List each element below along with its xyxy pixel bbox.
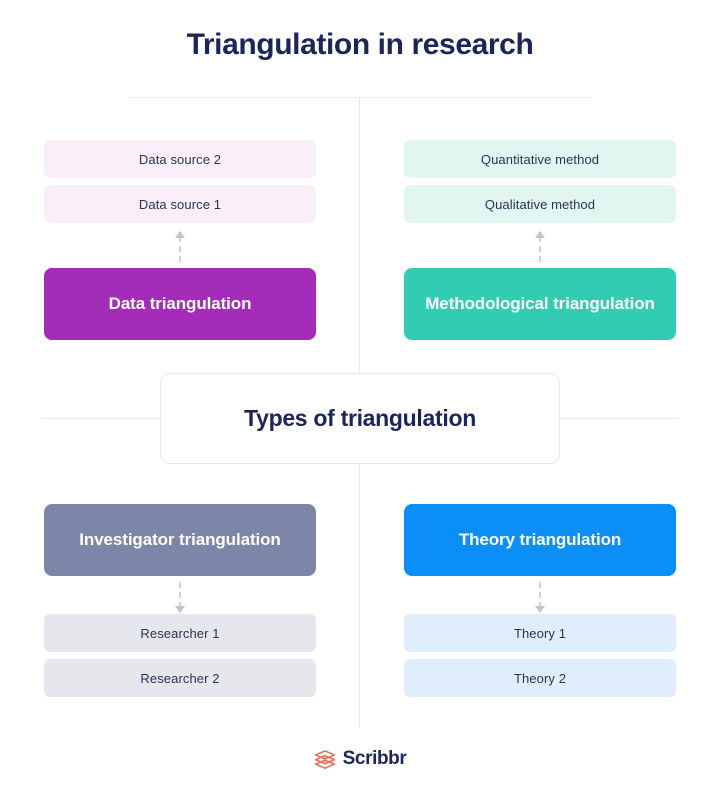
quadrant-theory-triangulation: Theory triangulation Theory 1 Theory 2 [404, 504, 676, 704]
arrow-shaft [179, 582, 181, 608]
arrow-head [535, 606, 545, 613]
quadrant-investigator-triangulation: Investigator triangulation Researcher 1 … [44, 504, 316, 704]
brand-wordmark: Scribbr [342, 748, 407, 769]
leaf-box: Theory 2 [404, 659, 676, 697]
node-methodological-triangulation[interactable]: Methodological triangulation [404, 268, 676, 340]
node-investigator-triangulation[interactable]: Investigator triangulation [44, 504, 316, 576]
footer-logo[interactable]: Scribbr [0, 748, 720, 770]
quadrant-data-triangulation: Data source 2 Data source 1 Data triangu… [44, 140, 316, 340]
leaf-box: Quantitative method [404, 140, 676, 178]
connector-line-top [128, 97, 592, 98]
node-theory-triangulation[interactable]: Theory triangulation [404, 504, 676, 576]
leaf-box: Data source 1 [44, 185, 316, 223]
arrow-shaft [539, 236, 541, 262]
graduation-cap-icon [314, 750, 335, 769]
leaf-box: Researcher 1 [44, 614, 316, 652]
arrow-up-icon [404, 230, 676, 268]
arrow-head [175, 231, 185, 238]
arrow-head [175, 606, 185, 613]
arrow-down-icon [404, 576, 676, 614]
leaf-box: Data source 2 [44, 140, 316, 178]
quadrant-methodological-triangulation: Quantitative method Qualitative method M… [404, 140, 676, 340]
arrow-up-icon [44, 230, 316, 268]
node-types-of-triangulation[interactable]: Types of triangulation [160, 373, 560, 464]
leaf-box: Qualitative method [404, 185, 676, 223]
arrow-shaft [539, 582, 541, 608]
connector-line-vertical-bottom [359, 418, 360, 728]
arrow-down-icon [44, 576, 316, 614]
arrow-head [535, 231, 545, 238]
connector-line-vertical-top [359, 97, 360, 418]
node-data-triangulation[interactable]: Data triangulation [44, 268, 316, 340]
arrow-shaft [179, 236, 181, 262]
page-title: Triangulation in research [186, 28, 534, 61]
leaf-box: Theory 1 [404, 614, 676, 652]
leaf-box: Researcher 2 [44, 659, 316, 697]
center-label: Types of triangulation [244, 405, 476, 431]
